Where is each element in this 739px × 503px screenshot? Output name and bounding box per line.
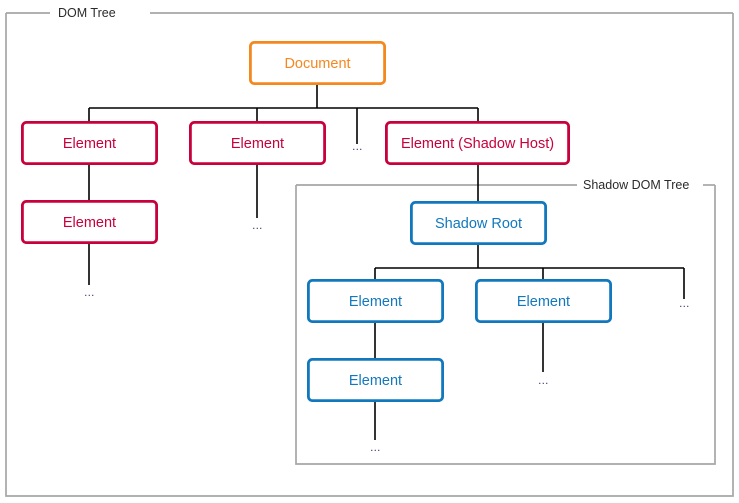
dom-tree-frame-label: DOM Tree	[58, 6, 116, 20]
node-shadow-el-1-child[interactable]: Element	[306, 357, 444, 402]
node-shadow-el-1-child-box[interactable]	[306, 357, 444, 402]
ellipsis-dots-under-dom-el-1-child: …	[84, 287, 95, 299]
dom-tree-frame: DOM Tree	[5, 6, 734, 497]
node-dom-el-1-label: Element	[63, 136, 116, 152]
node-shadow-el-1[interactable]: Element	[306, 278, 444, 323]
connectors-layer	[88, 85, 685, 440]
node-shadow-root-label: Shadow Root	[435, 216, 522, 232]
node-document[interactable]: Document	[248, 41, 386, 86]
node-document-box[interactable]	[248, 41, 386, 86]
ellipsis-dots-after-shadow-el-2: …	[679, 298, 690, 310]
node-dom-el-1-box[interactable]	[20, 121, 158, 166]
node-shadow-root[interactable]: Shadow Root	[409, 200, 547, 245]
node-shadow-el-2-label: Element	[517, 294, 570, 310]
ellipsis-dots-under-shadow-child: …	[370, 442, 381, 454]
node-shadow-host[interactable]: Element (Shadow Host)	[384, 121, 570, 166]
node-shadow-el-1-box[interactable]	[306, 278, 444, 323]
node-dom-el-2-box[interactable]	[188, 121, 326, 166]
node-dom-el-1[interactable]: Element	[20, 121, 158, 166]
node-shadow-host-label: Element (Shadow Host)	[401, 136, 554, 152]
dom-tree-frame-border	[5, 13, 734, 497]
node-shadow-root-box[interactable]	[409, 200, 547, 245]
node-document-label: Document	[284, 56, 350, 72]
ellipsis-dots-after-dom-el-2: …	[352, 141, 363, 153]
shadow-dom-tree-frame-label: Shadow DOM Tree	[583, 178, 689, 192]
node-dom-el-1-child-box[interactable]	[20, 199, 158, 244]
ellipsis-dots-under-dom-el-2: …	[252, 220, 263, 232]
shadow-dom-tree-frame: Shadow DOM Tree	[295, 178, 716, 465]
node-dom-el-2-label: Element	[231, 136, 284, 152]
node-dom-el-1-child[interactable]: Element	[20, 199, 158, 244]
node-shadow-el-2[interactable]: Element	[474, 278, 612, 323]
node-shadow-el-1-label: Element	[349, 294, 402, 310]
node-shadow-el-1-child-label: Element	[349, 373, 402, 389]
ellipsis-layer: … … … … … …	[84, 141, 690, 454]
ellipsis-dots-under-shadow-el-2: …	[538, 375, 549, 387]
node-dom-el-2[interactable]: Element	[188, 121, 326, 166]
node-dom-el-1-child-label: Element	[63, 215, 116, 231]
shadow-dom-tree-frame-border	[295, 185, 716, 465]
node-shadow-host-box[interactable]	[384, 121, 570, 166]
node-shadow-el-2-box[interactable]	[474, 278, 612, 323]
